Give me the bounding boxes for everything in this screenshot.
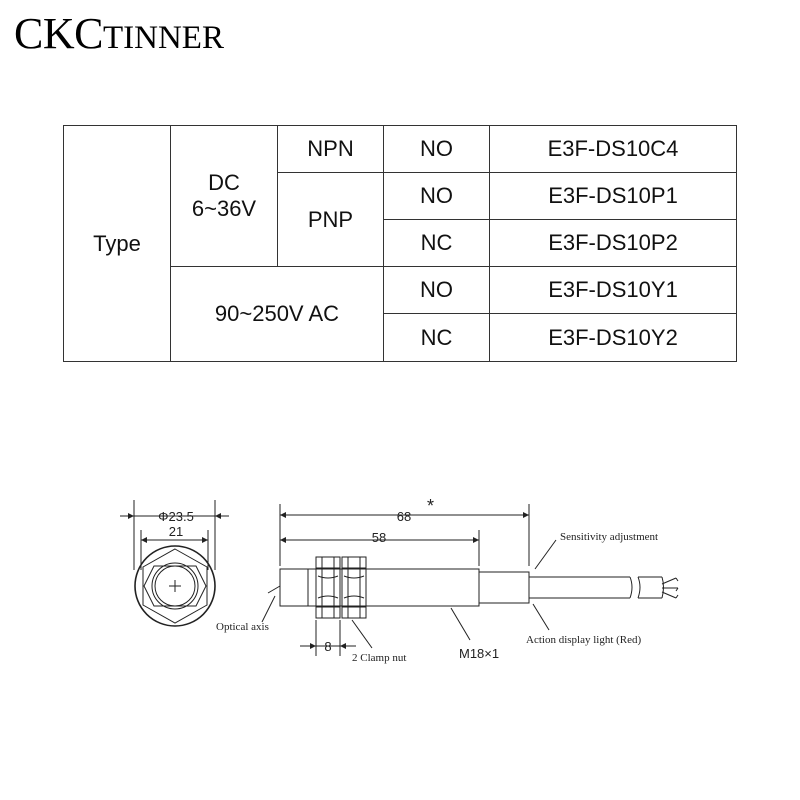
label-clamp-nut: 2 Clamp nut — [352, 652, 406, 664]
dc-cell: DC 6~36V — [170, 125, 278, 267]
label-action-light: Action display light (Red) — [526, 634, 642, 646]
label-sensitivity: Sensitivity adjustment — [560, 531, 658, 543]
dimension-drawing: Φ23.5 21 68 * 58 — [120, 496, 679, 664]
mode-cell: NO — [383, 125, 490, 173]
model-cell: E3F-DS10Y1 — [489, 266, 737, 314]
brand-logo: CKCTINNER — [14, 8, 224, 59]
brand-sub: TINNER — [102, 20, 224, 56]
table-row: PNP NO E3F-DS10P1 — [64, 172, 737, 267]
npn-label: NPN — [277, 125, 384, 173]
table-row: NC E3F-DS10Y2 — [64, 313, 737, 362]
table-row: Type DC 6~36V NPN NO E3F-DS10C4 — [63, 125, 737, 362]
model-cell: E3F-DS10P2 — [489, 219, 737, 267]
mode-cell: NC — [383, 313, 490, 362]
dc-label: DC — [208, 170, 240, 195]
dim-nut-width: 8 — [324, 639, 331, 654]
model-cell: E3F-DS10Y2 — [489, 313, 737, 362]
dc-voltage: 6~36V — [191, 196, 257, 221]
label-optical-axis: Optical axis — [216, 621, 269, 633]
pnp-label: PNP — [277, 172, 384, 267]
table-row: 90~250V AC NO E3F-DS10Y1 — [64, 266, 737, 362]
model-cell: E3F-DS10P1 — [489, 172, 737, 220]
mode-cell: NO — [383, 172, 490, 220]
front-view: Φ23.5 21 — [120, 500, 229, 627]
dim-total-mark: * — [427, 496, 434, 516]
thread-spec: M18×1 — [459, 646, 499, 661]
ac-label: 90~250V AC — [170, 266, 384, 362]
dim-total-length: 68 — [397, 509, 411, 524]
model-cell: E3F-DS10C4 — [489, 125, 737, 173]
side-view: 68 * 58 Optical axis — [216, 496, 679, 664]
type-label: Type — [63, 125, 171, 362]
dim-outer-dia: Φ23.5 — [158, 509, 194, 524]
mode-cell: NO — [383, 266, 490, 314]
spec-table: Type DC 6~36V NPN NO E3F-DS10C4 PNP NO E… — [63, 125, 737, 362]
dim-inner: 21 — [169, 524, 183, 539]
brand-main: CKC — [14, 9, 103, 58]
mode-cell: NC — [383, 219, 490, 267]
dim-body-length: 58 — [372, 530, 386, 545]
